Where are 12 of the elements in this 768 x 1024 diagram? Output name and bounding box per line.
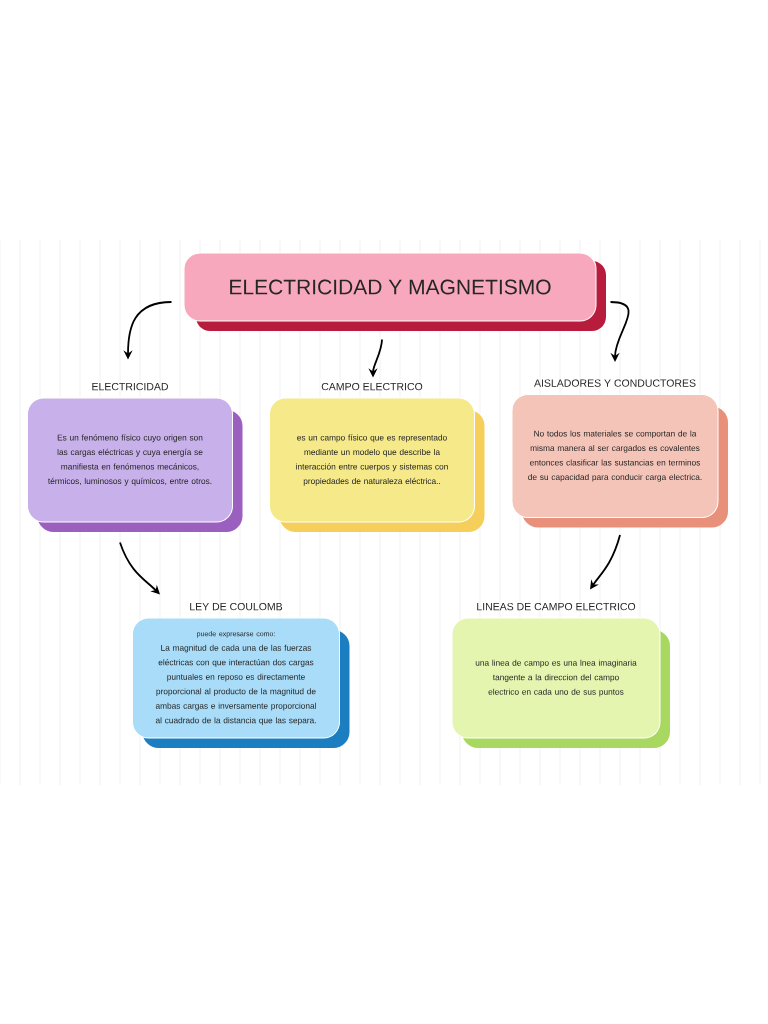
- heading-text: ELECTRICIDAD: [92, 382, 168, 391]
- heading-text: AISLADORES Y CONDUCTORES: [534, 379, 696, 387]
- note-card: una linea de campo es una lnea imaginaria tangente a la direccion del campo electrico en cada uno de sus puntos: [451, 617, 670, 748]
- heading-text: LEY DE COULOMB: [190, 602, 283, 611]
- title-box: ELECTRICIDAD Y MAGNETISMO: [183, 252, 606, 331]
- note-card: es un campo físico que es representado mediante un modelo que describe la interacción entre cuerpos y sistemas con propiedades de naturaleza eléctrica..: [269, 397, 485, 532]
- note-card: No todos los materiales se comportan de la misma manera al ser cargados es covalentes entonces clasificar las sustancias en terminos de su capacidad para conducir carga electrica.: [511, 394, 728, 528]
- heading-text: CAMPO ELECTRICO: [321, 382, 423, 391]
- arrow: [119, 541, 160, 595]
- note-card: Es un fenómeno físico cuyo origen son las cargas eléctricas y cuya energía se manifiesta en fenómenos mecánicos, térmicos, luminosos y químicos, entre otros.: [27, 397, 243, 532]
- arrow: [609, 301, 630, 362]
- heading-text: LINEAS DE CAMPO ELECTRICO: [477, 602, 636, 611]
